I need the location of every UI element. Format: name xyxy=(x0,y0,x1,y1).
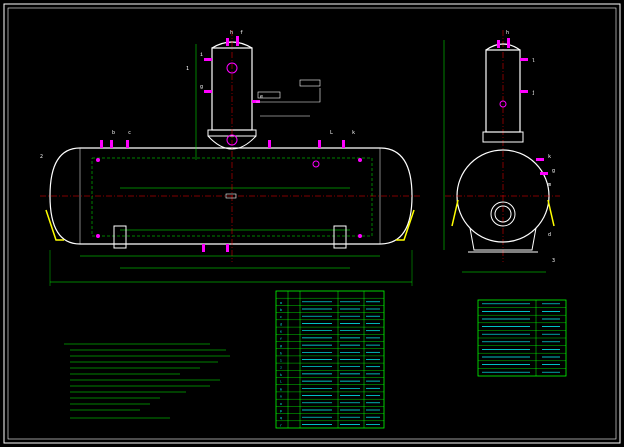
nozzle-mark-cell: i xyxy=(280,359,282,363)
side-label-m: m xyxy=(548,182,551,188)
side-label-g: g xyxy=(552,168,555,174)
callout-2: 2 xyxy=(40,154,43,160)
side-column-skirt xyxy=(482,131,524,143)
nozzle-side-1 xyxy=(204,58,212,61)
nozzle-mark-cell: n xyxy=(280,395,282,399)
nozzle-mark-cell: a xyxy=(280,301,282,305)
nozzle-b xyxy=(100,140,103,148)
side-label-d: d xyxy=(548,232,551,238)
bottom-port-right xyxy=(333,225,347,249)
nozzle-side-3 xyxy=(252,100,260,103)
label-vert-f: f xyxy=(240,30,243,36)
side-saddle-r xyxy=(547,199,555,227)
nozzle-mark-cell: b xyxy=(280,308,282,312)
label-vert-h: h xyxy=(230,30,233,36)
side-manhole-inner xyxy=(494,205,512,223)
side-nozzle-r3 xyxy=(536,158,544,161)
center-connector xyxy=(225,193,237,199)
instrument-box-1 xyxy=(257,91,281,99)
manhole-lower xyxy=(226,134,238,146)
side-nozzle-r2 xyxy=(520,90,528,93)
manhole-upper xyxy=(226,62,238,74)
saddle-left xyxy=(45,209,64,241)
design-table-rows xyxy=(478,303,566,373)
side-manhole-col xyxy=(499,100,507,108)
side-label-l: l xyxy=(532,58,535,64)
side-support xyxy=(469,227,537,251)
design-data-table xyxy=(477,299,567,377)
label-vert-e: e xyxy=(260,94,263,100)
side-callout-3: 3 xyxy=(552,258,555,264)
side-label-h: h xyxy=(506,30,509,36)
label-vert-g: g xyxy=(200,84,203,90)
nozzle-l xyxy=(318,140,321,148)
label-nozzle-c: c xyxy=(128,130,131,136)
technical-notes xyxy=(64,343,230,419)
callout-1: 1 xyxy=(186,66,189,72)
nozzle-top-1 xyxy=(226,38,229,46)
nozzle-mark-cell: g xyxy=(280,344,282,348)
nozzle-mark-cell: k xyxy=(280,373,282,377)
inner-nozzle-1 xyxy=(96,158,100,162)
elevation-view: b c L k h f i g e 1 2 xyxy=(40,30,420,286)
label-vert-i: i xyxy=(200,52,203,58)
inner-nozzle-3 xyxy=(358,158,362,162)
nozzle-side-2 xyxy=(204,90,212,93)
bottom-port-left xyxy=(113,225,127,249)
nozzle-mark-cell: d xyxy=(280,323,282,327)
nozzle-k2 xyxy=(268,140,271,148)
nozzle-k xyxy=(342,140,345,148)
side-label-k: k xyxy=(548,154,551,160)
label-nozzle-b: b xyxy=(112,130,115,136)
inner-nozzle-4 xyxy=(358,234,362,238)
saddle-right xyxy=(396,209,415,241)
side-nozzle-top-1 xyxy=(497,40,500,48)
nozzle-c xyxy=(126,140,129,148)
nozzle-table-frame xyxy=(275,290,385,429)
nozzle-mark-cell: j xyxy=(280,366,282,370)
nozzle-mark-cell: f xyxy=(280,337,282,341)
nozzle-mark-cell: o xyxy=(280,402,282,406)
side-label-j: j xyxy=(532,90,535,96)
nozzle-side-right xyxy=(312,160,320,168)
bottom-nozzle-1 xyxy=(202,244,205,252)
inner-nozzle-2 xyxy=(96,234,100,238)
nozzle-mark-cell: l xyxy=(280,380,282,384)
side-column-head xyxy=(485,43,521,51)
nozzle-mark-cell: c xyxy=(280,315,282,319)
drawing-inner-border xyxy=(7,7,617,440)
nozzle-mark-cell: m xyxy=(280,387,282,391)
nozzle-mark-cell: p xyxy=(280,409,282,413)
side-manhole-outer xyxy=(490,201,516,227)
nozzle-mark-cell: h xyxy=(280,351,282,355)
drawing-outer-border xyxy=(3,3,621,444)
nozzle-top-2 xyxy=(236,36,239,46)
instrument-box-2 xyxy=(299,79,321,87)
label-nozzle-l: L xyxy=(330,130,333,136)
nozzle-b2 xyxy=(110,140,113,148)
side-saddle-l xyxy=(451,199,459,227)
bottom-nozzle-2 xyxy=(226,244,229,252)
side-view: h l j k g m d 3 xyxy=(443,30,560,273)
nozzle-mark-cell: r xyxy=(280,423,282,427)
side-nozzle-r1 xyxy=(520,58,528,61)
side-nozzle-top-2 xyxy=(507,38,510,48)
side-nozzle-r4 xyxy=(540,172,548,175)
nozzle-mark-cell: e xyxy=(280,330,282,334)
instrument-line xyxy=(256,88,321,103)
label-nozzle-k: k xyxy=(352,130,355,136)
nozzle-mark-cell: q xyxy=(280,416,282,420)
